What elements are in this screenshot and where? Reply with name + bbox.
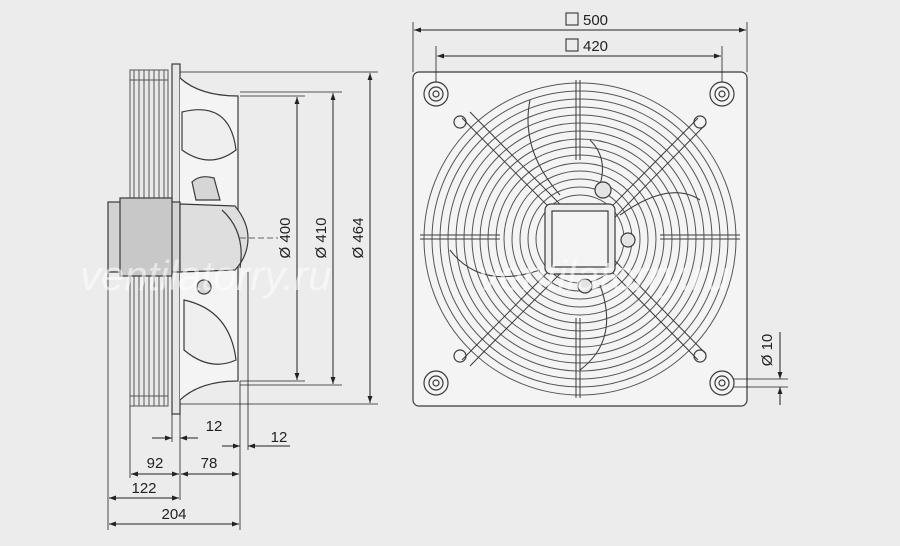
label-d410: Ø 410 (313, 218, 330, 259)
label-d464: Ø 464 (350, 218, 367, 259)
mounting-hole-br (709, 370, 735, 396)
label-204: 204 (161, 506, 186, 523)
front-view (412, 71, 748, 407)
label-78: 78 (201, 455, 218, 472)
strut-eye-tl (453, 115, 467, 129)
watermark-left: ventilatorry.ru (80, 252, 331, 299)
side-blade-3 (221, 209, 242, 269)
mounting-hole-bl (423, 370, 449, 396)
side-view (107, 63, 278, 415)
label-500: 500 (583, 12, 608, 29)
side-blade-1 (181, 109, 237, 161)
front-cable-gland (620, 232, 636, 248)
side-depth-dimensions (107, 272, 290, 530)
side-cable-gland (196, 279, 212, 295)
label-12a: 12 (206, 418, 223, 435)
label-d400: Ø 400 (277, 218, 294, 259)
strut-eye-br (693, 349, 707, 363)
side-diameter-dimensions (180, 71, 378, 405)
label-92: 92 (147, 455, 164, 472)
front-terminal-boss (594, 181, 612, 199)
label-d10: Ø 10 (759, 334, 776, 367)
side-terminal-box (191, 176, 221, 201)
hole-diameter-dimension (734, 332, 788, 405)
label-420: 420 (583, 38, 608, 55)
square-symbol-500 (565, 12, 579, 26)
strut-eye-tr (693, 115, 707, 129)
strut-eye-bl (453, 349, 467, 363)
label-122: 122 (131, 480, 156, 497)
watermark-right: ventilatorry.ru (478, 252, 729, 299)
square-symbol-420 (565, 38, 579, 52)
front-width-dimensions (412, 22, 748, 82)
side-blade-2 (183, 299, 237, 365)
label-12b: 12 (271, 429, 288, 446)
